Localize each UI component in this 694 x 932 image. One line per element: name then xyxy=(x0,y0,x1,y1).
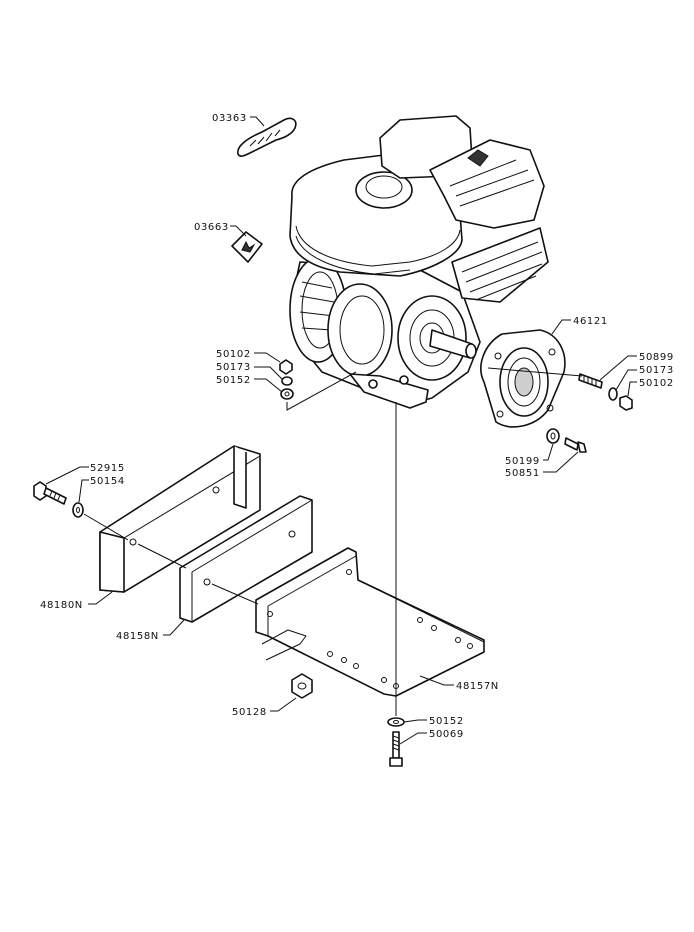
engine-nut-part xyxy=(279,359,293,375)
label-side-bolt: 52915 xyxy=(90,463,125,474)
bottom-bolt-part xyxy=(389,731,403,767)
coupling-flange-part xyxy=(480,329,566,428)
flange-nut-part xyxy=(619,395,633,411)
side-washer-part xyxy=(72,502,84,518)
label-flange-stud: 50899 xyxy=(639,352,674,363)
base-plate-part xyxy=(255,547,485,697)
bottom-washer-part xyxy=(387,717,405,727)
engine-assembly xyxy=(289,115,549,409)
label-bottom-washer: 50152 xyxy=(429,716,464,727)
decal-part xyxy=(231,231,263,263)
part-number-labels: 03363 03663 46121 50102 50173 50152 5089… xyxy=(40,113,674,740)
label-outer-bracket: 48180N xyxy=(40,600,83,611)
label-engine-lockwasher: 50173 xyxy=(216,362,251,373)
spacer-plate-part xyxy=(179,495,313,623)
label-flange-washer: 50199 xyxy=(505,456,540,467)
leader-lines xyxy=(45,116,637,745)
assembly-center-lines xyxy=(83,367,583,716)
label-flange-nut: 50102 xyxy=(639,378,674,389)
engine-washer-part xyxy=(280,388,294,400)
bottom-nut-part xyxy=(291,673,313,699)
emblem-part xyxy=(237,117,297,157)
label-engine-washer: 50152 xyxy=(216,375,251,386)
label-engine-nut: 50102 xyxy=(216,349,251,360)
flange-stud-part xyxy=(578,373,603,389)
outer-bracket-part xyxy=(99,445,261,593)
flange-washer-part xyxy=(546,428,560,444)
label-flange-lockwasher: 50173 xyxy=(639,365,674,376)
label-decal: 03663 xyxy=(194,222,229,233)
label-side-washer: 50154 xyxy=(90,476,125,487)
label-coupling-flange: 46121 xyxy=(573,316,608,327)
flange-lockwasher-part xyxy=(608,387,618,401)
label-emblem: 03363 xyxy=(212,113,247,124)
label-bottom-nut: 50128 xyxy=(232,707,267,718)
label-flange-screw: 50851 xyxy=(505,468,540,479)
side-bolt-part xyxy=(33,481,67,505)
label-base-plate: 48157N xyxy=(456,681,499,692)
engine-lockwasher-part xyxy=(281,376,293,386)
label-bottom-bolt: 50069 xyxy=(429,729,464,740)
label-spacer-plate: 48158N xyxy=(116,631,159,642)
flange-screw-part xyxy=(564,437,587,453)
